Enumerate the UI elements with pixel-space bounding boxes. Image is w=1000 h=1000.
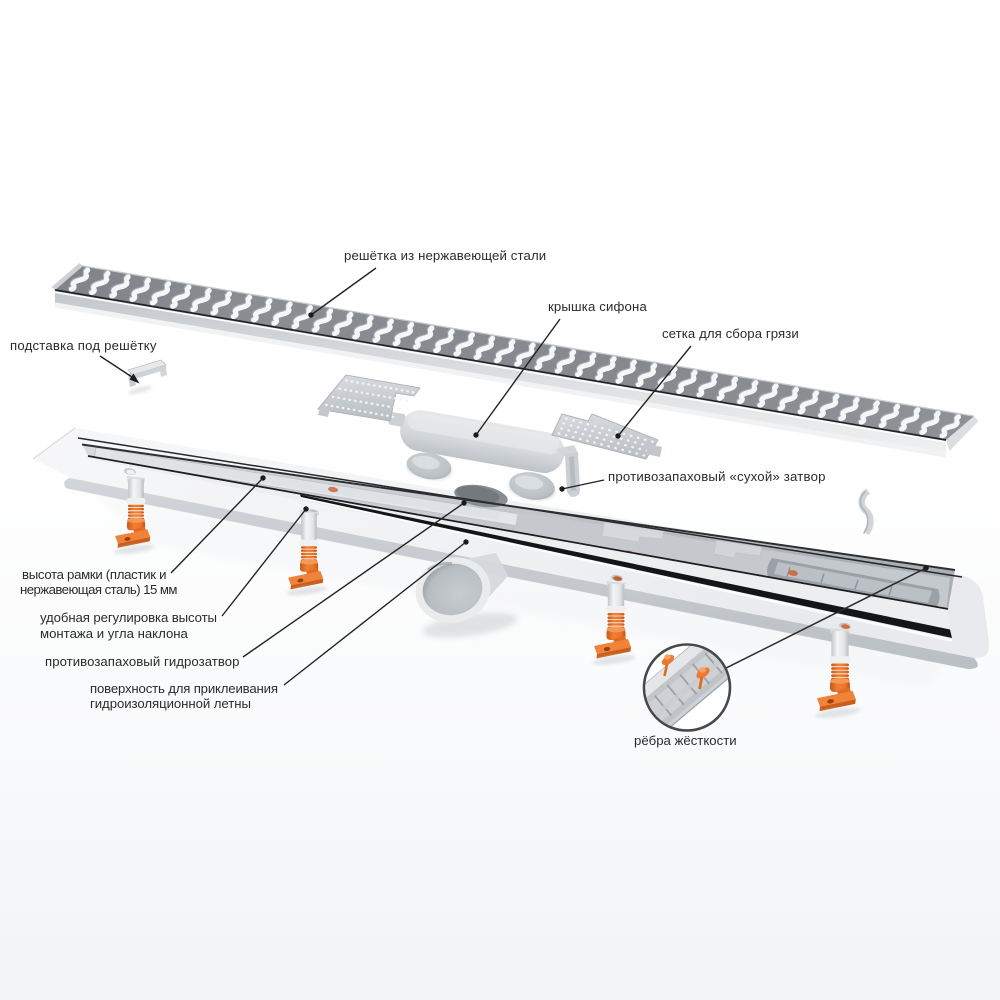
svg-text:рёбра жёсткости: рёбра жёсткости — [634, 733, 737, 748]
svg-text:сетка для сбора грязи: сетка для сбора грязи — [662, 326, 799, 341]
svg-text:решётка из нержавеющей стали: решётка из нержавеющей стали — [344, 248, 546, 263]
svg-text:противозапаховый гидрозатвор: противозапаховый гидрозатвор — [45, 654, 240, 669]
svg-text:подставка под решётку: подставка под решётку — [10, 338, 157, 353]
svg-text:высота рамки (пластик и: высота рамки (пластик и — [22, 567, 166, 582]
svg-text:противозапаховый «сухой» затво: противозапаховый «сухой» затвор — [608, 469, 826, 484]
svg-text:нержавеющая сталь) 15 мм: нержавеющая сталь) 15 мм — [20, 582, 177, 597]
svg-text:гидроизоляционной летны: гидроизоляционной летны — [90, 696, 251, 711]
svg-text:удобная регулировка высоты: удобная регулировка высоты — [40, 610, 217, 625]
svg-text:поверхность для приклеивания: поверхность для приклеивания — [90, 681, 278, 696]
svg-text:монтажа и угла наклона: монтажа и угла наклона — [40, 626, 189, 641]
svg-text:крышка сифона: крышка сифона — [548, 299, 647, 314]
